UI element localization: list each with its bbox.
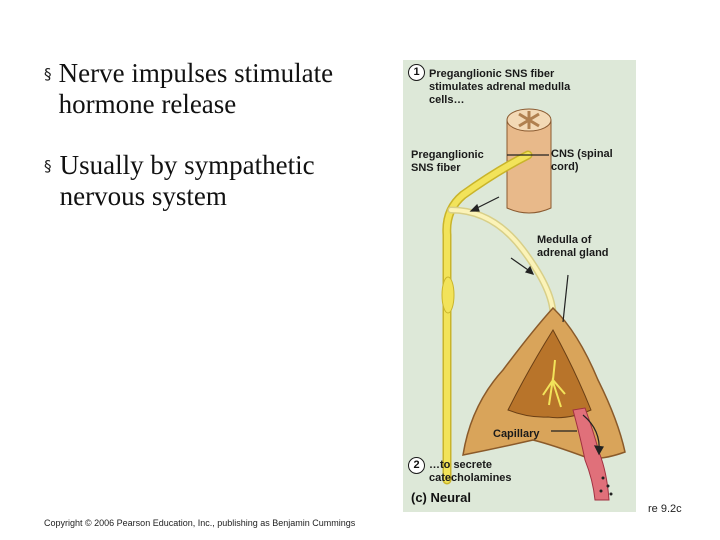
figure-reference: re 9.2c xyxy=(648,503,682,515)
bullet-list: § Nerve impulses stimulate hormone relea… xyxy=(44,58,394,242)
bullet-item: § Nerve impulses stimulate hormone relea… xyxy=(44,58,394,120)
step-2-caption: …to secrete catecholamines xyxy=(429,459,512,484)
spinal-cord-illustration xyxy=(506,108,552,214)
bullet-item: § Usually by sympathetic nervous system xyxy=(44,150,394,212)
panel-label: (c) Neural xyxy=(411,490,471,505)
bullet-marker: § xyxy=(44,65,52,83)
bullet-text: Nerve impulses stimulate hormone release xyxy=(58,58,334,119)
step-1-caption: Preganglionic SNS fiber stimulates adren… xyxy=(429,68,571,106)
nerve-fiber-illustration xyxy=(441,150,559,485)
cns-label: CNS (spinal cord) xyxy=(551,148,613,173)
medulla-label: Medulla of adrenal gland xyxy=(537,234,609,259)
bullet-marker: § xyxy=(44,157,52,175)
step-1-badge: 1 xyxy=(408,64,425,81)
capillary-label: Capillary xyxy=(493,428,540,440)
capillary-illustration xyxy=(572,407,613,501)
neural-stimulation-figure: 1 Preganglionic SNS fiber stimulates adr… xyxy=(403,60,636,512)
bullet-text: Usually by sympathetic nervous system xyxy=(59,150,315,211)
figure-illustration xyxy=(441,108,626,501)
preganglionic-fiber-label: Preganglionic SNS fiber xyxy=(411,149,484,174)
step-2-badge: 2 xyxy=(408,457,425,474)
copyright-notice: Copyright © 2006 Pearson Education, Inc.… xyxy=(44,518,356,528)
arrow-and-leader-lines xyxy=(469,154,604,456)
